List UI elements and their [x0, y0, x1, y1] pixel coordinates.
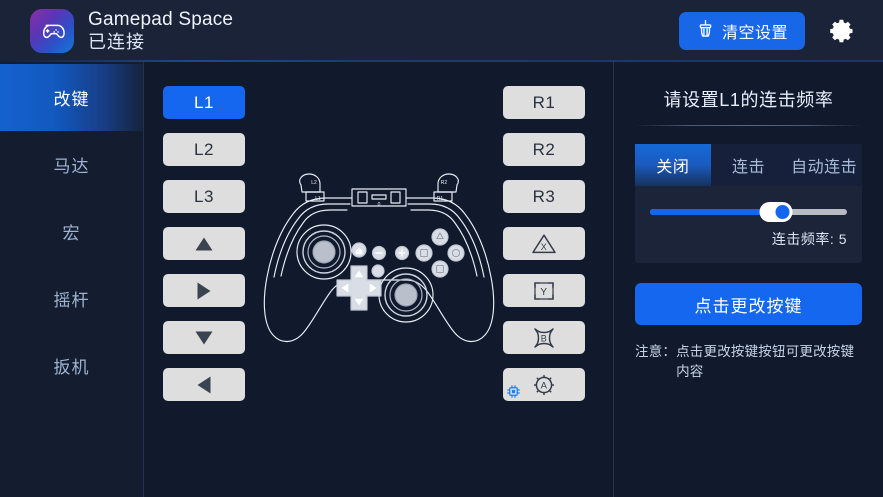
tab-label: 连击: [732, 159, 766, 176]
main-content: L1 L2 L3: [143, 62, 883, 497]
key-label: L1: [194, 92, 214, 112]
gamepad-mapping-area: L1 L2 L3: [144, 62, 614, 497]
svg-text:R2: R2: [441, 180, 448, 186]
key-button-dpad-right[interactable]: [163, 274, 245, 307]
key-label: R1: [532, 92, 556, 112]
key-button-dpad-down[interactable]: [163, 321, 245, 354]
key-button-l2[interactable]: L2: [163, 133, 245, 166]
sidebar-item-macro[interactable]: 宏: [0, 198, 143, 265]
clear-settings-label: 清空设置: [721, 25, 788, 42]
triangle-right-icon: [196, 281, 212, 301]
svg-text:Y: Y: [540, 287, 547, 298]
note-text: 点击更改按键按钮可更改按键内容: [676, 344, 855, 379]
key-label: L3: [194, 186, 214, 206]
key-button-b[interactable]: B: [503, 321, 585, 354]
app-header: Gamepad Space 已连接 清空设置: [0, 0, 883, 62]
key-button-dpad-up[interactable]: [163, 227, 245, 260]
broom-icon: [696, 19, 715, 43]
triangle-left-icon: [196, 375, 212, 395]
key-button-x[interactable]: X: [503, 227, 585, 260]
triangle-down-icon: [194, 330, 214, 346]
app-body: 改键 马达 宏 摇杆 扳机 L1: [0, 62, 883, 497]
panel-divider: [635, 125, 862, 126]
change-key-button[interactable]: 点击更改按键: [635, 283, 862, 325]
triangle-up-icon: [194, 236, 214, 252]
key-button-r3[interactable]: R3: [503, 180, 585, 213]
key-label: R3: [532, 186, 556, 206]
chip-icon: [506, 384, 521, 399]
app-title: Gamepad Space: [88, 9, 234, 31]
key-label: R2: [532, 139, 556, 159]
sidebar-item-remap[interactable]: 改键: [0, 64, 143, 131]
note: 注意： 点击更改按键按钮可更改按键内容: [635, 342, 862, 381]
key-button-y[interactable]: Y: [503, 274, 585, 307]
svg-text:X: X: [541, 242, 548, 252]
svg-text:0: 0: [378, 202, 381, 208]
note-label: 注意：: [635, 344, 677, 359]
svg-text:A: A: [541, 380, 548, 391]
right-key-column: R1 R2 R3 X: [503, 86, 585, 401]
sidebar-item-stick[interactable]: 摇杆: [0, 265, 143, 332]
tab-label: 关闭: [656, 159, 690, 176]
mode-tabs: 关闭 连击 自动连击: [635, 144, 862, 186]
key-button-l1[interactable]: L1: [163, 86, 245, 119]
tab-auto-turbo[interactable]: 自动连击: [786, 144, 862, 186]
b-star-icon: B: [531, 327, 557, 349]
sidebar-item-label: 马达: [53, 157, 90, 176]
settings-panel: 请设置L1的连击频率 关闭 连击 自动连击: [614, 62, 883, 497]
key-button-dpad-left[interactable]: [163, 368, 245, 401]
key-button-a[interactable]: A: [503, 368, 585, 401]
mode-card: 关闭 连击 自动连击: [635, 144, 862, 263]
svg-text:B: B: [541, 333, 548, 343]
sidebar-item-motor[interactable]: 马达: [0, 131, 143, 198]
app-title-block: Gamepad Space 已连接: [88, 9, 233, 53]
connection-status: 已连接: [88, 31, 145, 52]
frequency-slider[interactable]: [650, 202, 847, 222]
svg-text:L2: L2: [311, 180, 317, 186]
left-key-column: L1 L2 L3: [163, 86, 245, 401]
tab-label: 自动连击: [791, 159, 858, 176]
key-button-r1[interactable]: R1: [503, 86, 585, 119]
sidebar-item-label: 扳机: [53, 358, 90, 377]
sidebar: 改键 马达 宏 摇杆 扳机: [0, 62, 143, 497]
tab-off[interactable]: 关闭: [635, 144, 711, 186]
x-triangle-icon: X: [531, 233, 557, 255]
key-label: L2: [194, 139, 214, 159]
gamepad-icon: [30, 9, 74, 53]
key-button-r2[interactable]: R2: [503, 133, 585, 166]
tab-turbo[interactable]: 连击: [711, 144, 787, 186]
y-bracket-icon: Y: [532, 280, 556, 302]
sidebar-item-trigger[interactable]: 扳机: [0, 332, 143, 399]
panel-title: 请设置L1的连击频率: [663, 90, 834, 110]
a-circle-icon: A: [532, 373, 556, 397]
frequency-value-label: 连击频率: 5: [771, 231, 847, 247]
frequency-slider-wrap: [635, 186, 862, 222]
sidebar-item-label: 改键: [53, 90, 90, 109]
slider-thumb[interactable]: [759, 202, 793, 222]
clear-settings-button[interactable]: 清空设置: [678, 12, 805, 50]
key-button-l3[interactable]: L3: [163, 180, 245, 213]
slider-fill: [650, 209, 777, 215]
sidebar-item-label: 宏: [62, 224, 81, 243]
gear-icon[interactable]: [827, 16, 857, 46]
sidebar-item-label: 摇杆: [53, 291, 90, 310]
controller-illustration: 0 L2 R2 L1 R1: [254, 155, 504, 385]
